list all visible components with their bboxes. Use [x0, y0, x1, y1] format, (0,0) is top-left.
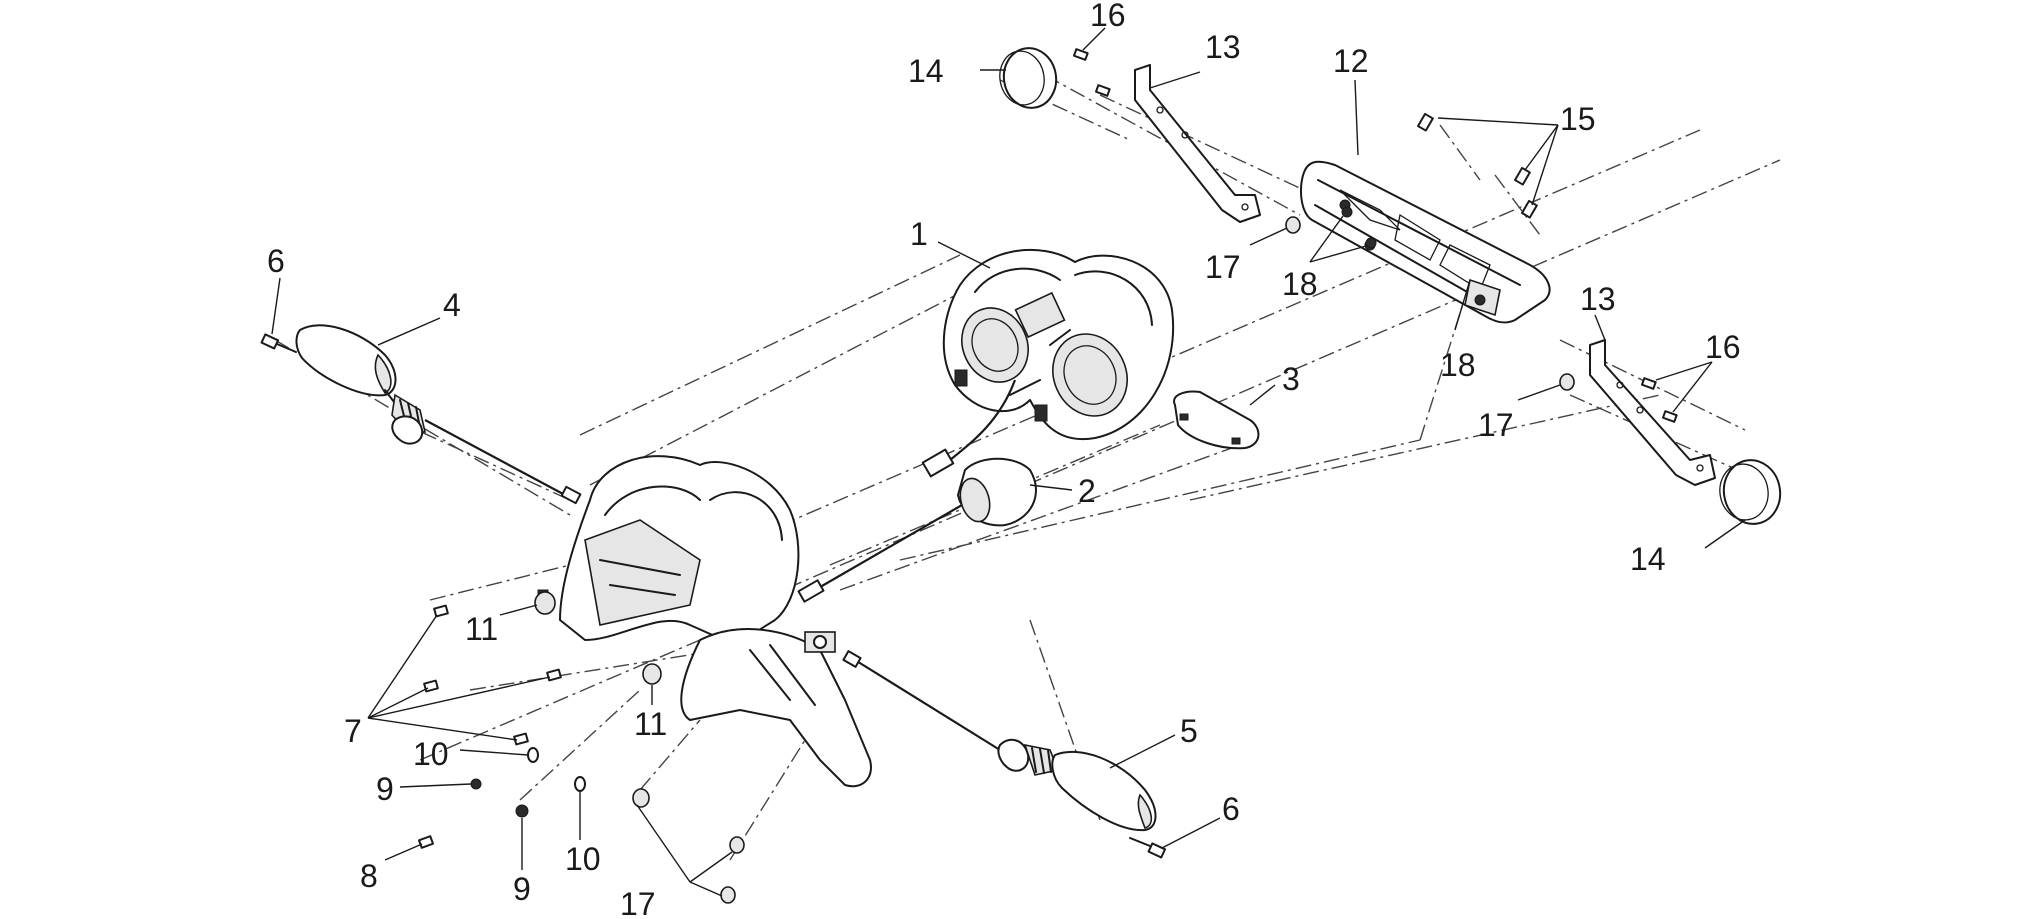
label-11-b: 11 — [634, 706, 667, 742]
nut-part-11-b — [642, 663, 662, 685]
cap-part-14-upper — [999, 47, 1058, 109]
nut-part-18-c — [1474, 294, 1486, 306]
label-1: 1 — [910, 216, 928, 252]
nut-part-17-d — [729, 836, 745, 854]
label-3: 3 — [1282, 361, 1300, 397]
label-11-a: 11 — [465, 611, 498, 647]
label-13-upper: 13 — [1205, 29, 1241, 65]
label-16-upper: 16 — [1090, 0, 1126, 33]
nut-part-17-b — [1559, 373, 1575, 391]
nut-part-9-a — [470, 778, 482, 790]
screw-part-16-a — [1072, 48, 1089, 61]
label-17-lower: 17 — [620, 886, 656, 919]
label-14-lower: 14 — [1630, 541, 1666, 577]
label-2: 2 — [1078, 473, 1096, 509]
callout-labels: 1 2 3 4 5 6 6 7 8 9 9 10 10 11 11 12 13 … — [267, 0, 1741, 919]
screw-part-7-a — [433, 604, 449, 618]
label-14-upper: 14 — [908, 53, 944, 89]
label-15: 15 — [1560, 101, 1596, 137]
left-indicator-part-4 — [295, 324, 582, 505]
nut-part-17-e — [720, 886, 736, 904]
screw-part-15-c — [1521, 199, 1538, 219]
nut-part-17-a — [1285, 216, 1301, 234]
label-13-lower: 13 — [1580, 281, 1616, 317]
bracket-part-13-upper — [1134, 64, 1261, 223]
label-9-b: 9 — [513, 871, 531, 907]
label-16-lower: 16 — [1705, 329, 1741, 365]
label-17-middle: 17 — [1478, 407, 1514, 443]
headlight-housing-bracket — [537, 455, 872, 788]
label-6-left: 6 — [267, 243, 285, 279]
label-18-upper: 18 — [1282, 266, 1318, 302]
screw-part-7-d — [513, 732, 529, 746]
label-10-a: 10 — [413, 736, 449, 772]
screw-part-15-a — [1417, 112, 1434, 132]
screw-part-16-d — [1661, 410, 1678, 423]
screw-part-16-c — [1640, 377, 1657, 390]
screw-part-7-b — [423, 679, 439, 693]
screw-part-16-b — [1094, 84, 1111, 97]
washer-part-10-a — [527, 747, 539, 763]
nut-part-18-b — [1365, 237, 1377, 249]
washer-part-10-b — [574, 776, 586, 792]
label-18-lower: 18 — [1440, 347, 1476, 383]
fasteners — [260, 48, 1678, 904]
label-8: 8 — [360, 858, 378, 894]
label-9-a: 9 — [376, 771, 394, 807]
label-10-b: 10 — [565, 841, 601, 877]
screw-part-8 — [417, 835, 435, 849]
right-indicator-part-5 — [842, 650, 1157, 832]
screw-part-7-c — [546, 668, 562, 682]
headlight-assembly-part-1 — [921, 248, 1175, 478]
nut-part-18-a — [1341, 206, 1353, 218]
nut-part-17-c — [632, 788, 650, 808]
label-7: 7 — [344, 713, 362, 749]
label-12: 12 — [1333, 43, 1369, 79]
label-6-right: 6 — [1222, 791, 1240, 827]
label-17-upper: 17 — [1205, 249, 1241, 285]
nut-part-9-b — [515, 804, 529, 818]
lamp-part-2 — [797, 457, 1037, 603]
screw-part-15-b — [1514, 166, 1531, 186]
cap-part-14-lower — [1719, 459, 1782, 525]
screw-part-6-right — [1129, 837, 1167, 859]
label-5: 5 — [1180, 713, 1198, 749]
plate-part-3 — [1173, 390, 1260, 450]
leader-lines — [271, 27, 1746, 897]
plate-holder-part-12 — [1299, 160, 1551, 324]
screw-part-6-left — [260, 333, 297, 353]
nut-part-11-a — [534, 591, 556, 615]
label-4: 4 — [443, 287, 461, 323]
bracket-part-13-lower — [1589, 339, 1716, 486]
